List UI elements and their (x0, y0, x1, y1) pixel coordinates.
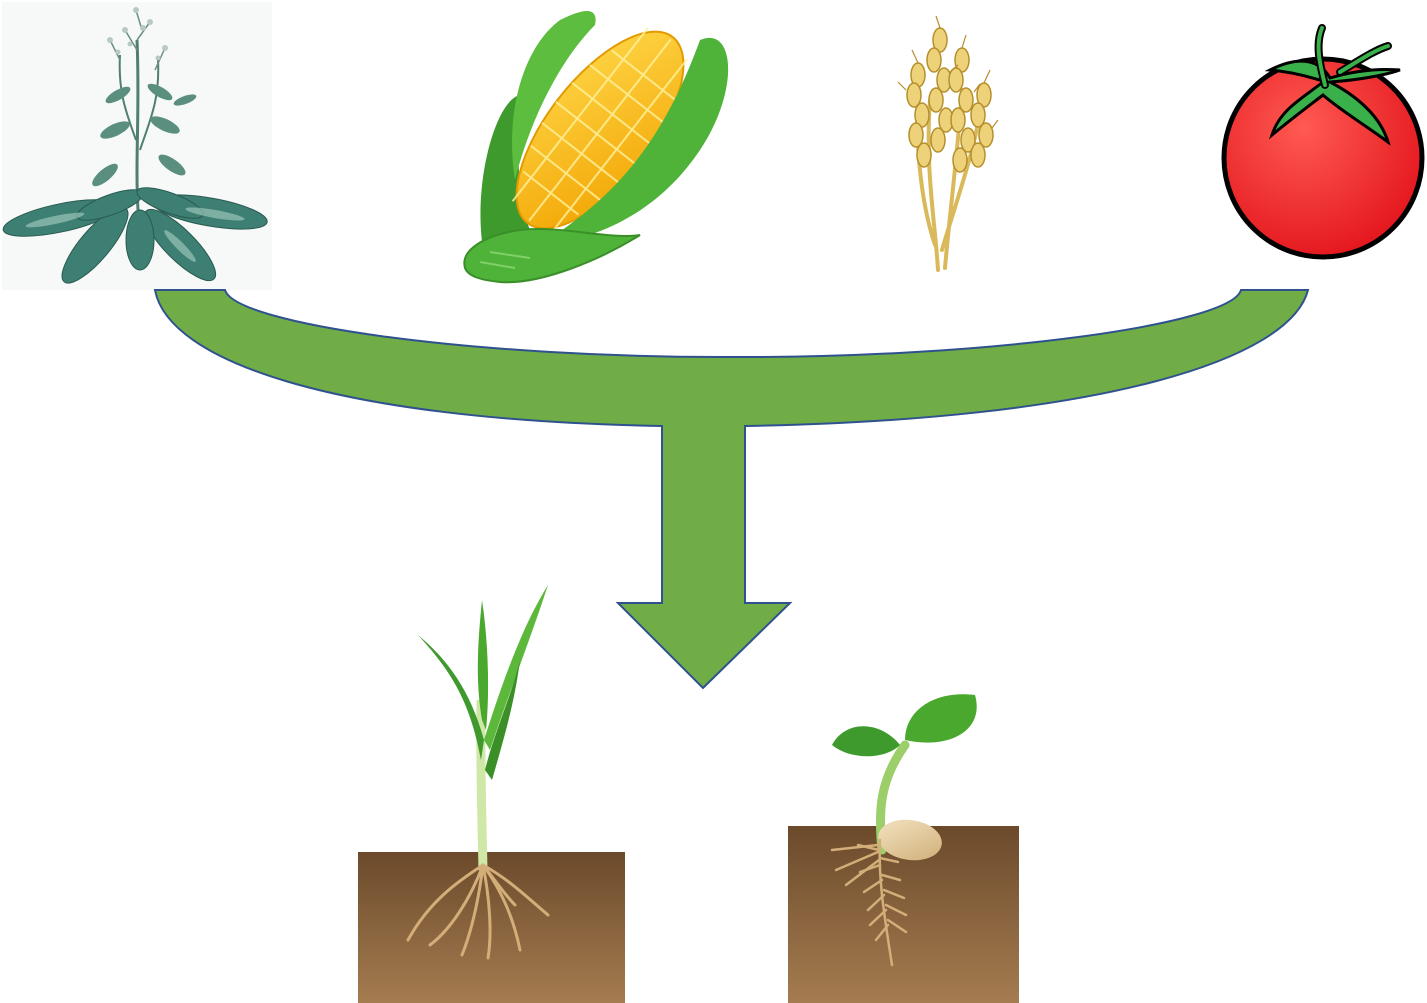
arabidopsis-plant-icon (0, 2, 272, 291)
grass-seedling-in-soil-icon (358, 585, 625, 1003)
converging-down-arrow-icon (155, 290, 1308, 688)
corn-cob-icon (464, 5, 728, 282)
bean-seedling-in-soil-icon (788, 694, 1019, 1003)
wheat-ears-icon (898, 16, 998, 270)
tomato-icon (1224, 28, 1422, 257)
